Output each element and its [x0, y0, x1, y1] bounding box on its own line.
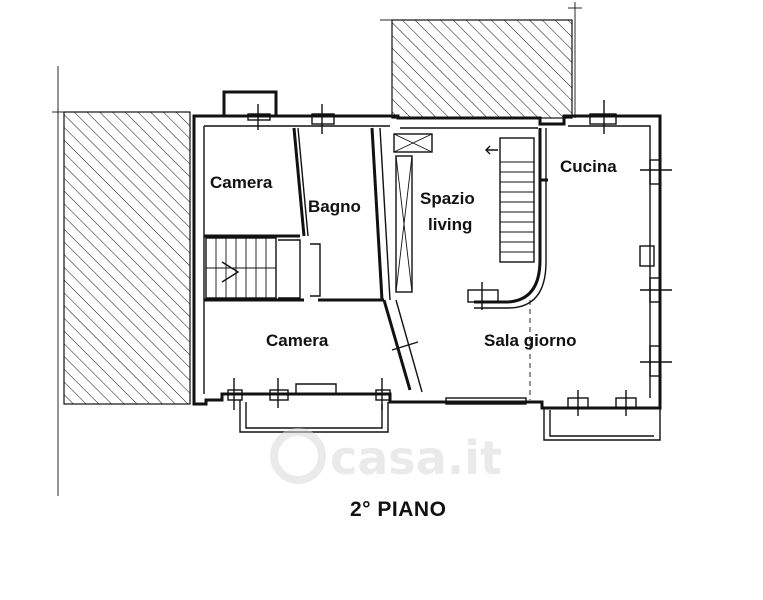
- chimney: [222, 90, 278, 116]
- room-label-bagno: Bagno: [308, 197, 361, 216]
- watermark-logo-icon: [270, 428, 326, 484]
- balcony-right-rail: [549, 410, 654, 437]
- wall-cucina-2: [474, 128, 547, 309]
- windows: [227, 100, 672, 416]
- room-label-cucina: Cucina: [560, 157, 617, 176]
- void-opening: [393, 133, 433, 293]
- door-opening: [391, 341, 419, 351]
- wall-cucina: [474, 128, 542, 304]
- stair-left: [205, 237, 277, 299]
- wall-bagno-living-2: [379, 127, 391, 301]
- wall-camera-bagno-2: [297, 127, 309, 237]
- wall-bagno-living: [370, 127, 384, 301]
- outer-wall-inner-line: [203, 125, 651, 398]
- neighbour-hatch-left: [63, 111, 191, 405]
- floor-label: 2° PIANO: [350, 498, 446, 521]
- outer-wall: [192, 114, 662, 410]
- watermark: casa.it: [330, 431, 502, 485]
- balcony-left-rail: [245, 402, 383, 429]
- room-label-living: living: [428, 215, 472, 234]
- bath-fixture: [310, 243, 321, 297]
- room-label-sala-giorno: Sala giorno: [484, 331, 577, 350]
- neighbour-hatch-top: [391, 19, 573, 119]
- wall-camera-bagno: [292, 127, 306, 237]
- balcony-left: [239, 400, 389, 433]
- bay-window: [295, 383, 337, 394]
- stair-right: [485, 137, 535, 263]
- room-label-camera-bottom: Camera: [266, 331, 329, 350]
- room-label-camera-top: Camera: [210, 173, 273, 192]
- camera-closet: [278, 239, 301, 299]
- balcony-right: [543, 408, 661, 441]
- room-label-spazio: Spazio: [420, 189, 475, 208]
- wall-diagonal: [382, 299, 412, 391]
- wall-diagonal-2: [395, 299, 423, 393]
